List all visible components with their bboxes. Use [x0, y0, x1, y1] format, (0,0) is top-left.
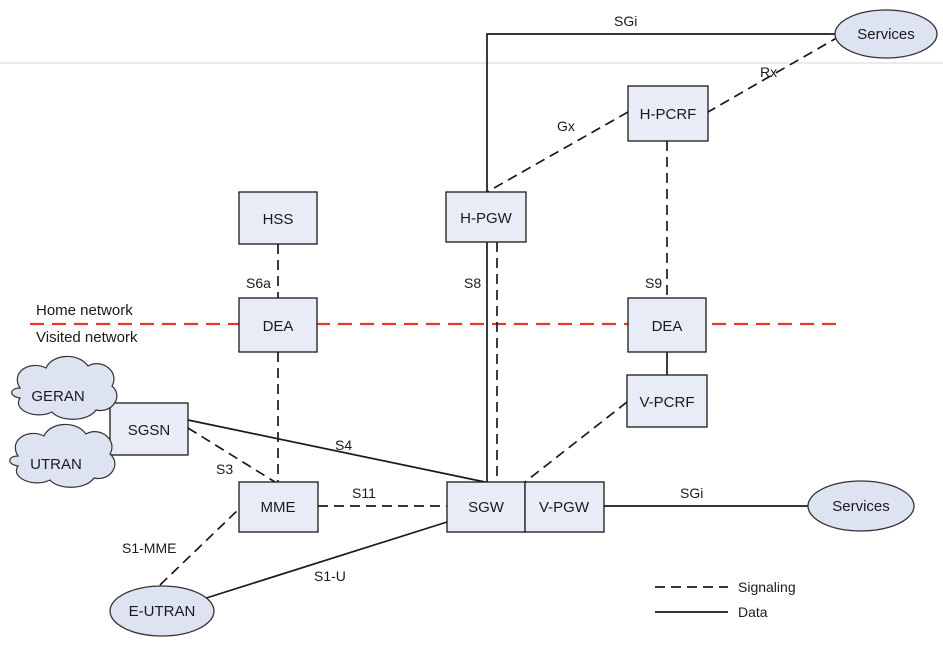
- node-hpcrf-label: H-PCRF: [640, 106, 697, 123]
- node-sgsn-label: SGSN: [128, 422, 171, 439]
- edge-s1-mme: [159, 507, 241, 586]
- node-services-bottom: Services: [807, 480, 915, 532]
- edge-s1-u: [199, 521, 448, 601]
- node-hpcrf: H-PCRF: [627, 85, 709, 142]
- edge-s4: [187, 419, 486, 483]
- legend: Signaling Data: [655, 579, 796, 620]
- label-s1-u: S1-U: [314, 568, 346, 584]
- node-sgsn: SGSN: [109, 402, 189, 456]
- label-s11: S11: [352, 485, 376, 501]
- node-dea-visited: DEA: [627, 297, 707, 353]
- node-utran-cloud: UTRAN: [9, 423, 116, 488]
- label-s4: S4: [335, 437, 352, 453]
- node-sgw-label: SGW: [468, 499, 505, 516]
- node-geran-label: GERAN: [31, 388, 84, 405]
- label-sgi-bottom: SGi: [680, 485, 703, 501]
- node-services-bottom-label: Services: [832, 498, 890, 515]
- node-dea-home: DEA: [238, 297, 318, 353]
- label-s6a: S6a: [246, 275, 271, 291]
- node-geran-cloud: GERAN: [11, 355, 118, 420]
- node-vpcrf: V-PCRF: [626, 374, 708, 428]
- node-utran-label: UTRAN: [30, 456, 82, 473]
- node-dea-home-label: DEA: [263, 318, 294, 335]
- edge-sgi-top: [486, 33, 838, 192]
- node-sgw: SGW: [446, 481, 526, 533]
- node-services-top-label: Services: [857, 26, 915, 43]
- node-dea-visited-label: DEA: [652, 318, 683, 335]
- label-s8: S8: [464, 275, 481, 291]
- edge-gx: [486, 111, 629, 193]
- node-eutran-label: E-UTRAN: [129, 603, 196, 620]
- node-hss: HSS: [238, 191, 318, 245]
- node-hss-label: HSS: [263, 211, 294, 228]
- label-visited-network: Visited network: [36, 329, 138, 346]
- label-s1-mme: S1-MME: [122, 540, 176, 556]
- edge-s3: [187, 427, 276, 483]
- edge-vpcrf-pgw: [524, 401, 628, 483]
- label-gx: Gx: [557, 118, 575, 134]
- node-vpgw: V-PGW: [524, 481, 605, 533]
- label-rx: Rx: [760, 64, 777, 80]
- node-vpgw-label: V-PGW: [539, 499, 590, 516]
- label-home-network: Home network: [36, 302, 133, 319]
- node-hpgw: H-PGW: [445, 191, 527, 243]
- label-s9: S9: [645, 275, 662, 291]
- node-vpcrf-label: V-PCRF: [639, 394, 694, 411]
- node-eutran: E-UTRAN: [109, 585, 215, 637]
- node-hpgw-label: H-PGW: [460, 210, 513, 227]
- node-mme-label: MME: [261, 499, 296, 516]
- node-services-top: Services: [834, 9, 938, 59]
- label-sgi-top: SGi: [614, 13, 637, 29]
- node-mme: MME: [238, 481, 319, 533]
- edge-rx: [707, 35, 841, 113]
- label-s3: S3: [216, 461, 233, 477]
- legend-signaling-label: Signaling: [738, 579, 796, 595]
- legend-data-label: Data: [738, 604, 768, 620]
